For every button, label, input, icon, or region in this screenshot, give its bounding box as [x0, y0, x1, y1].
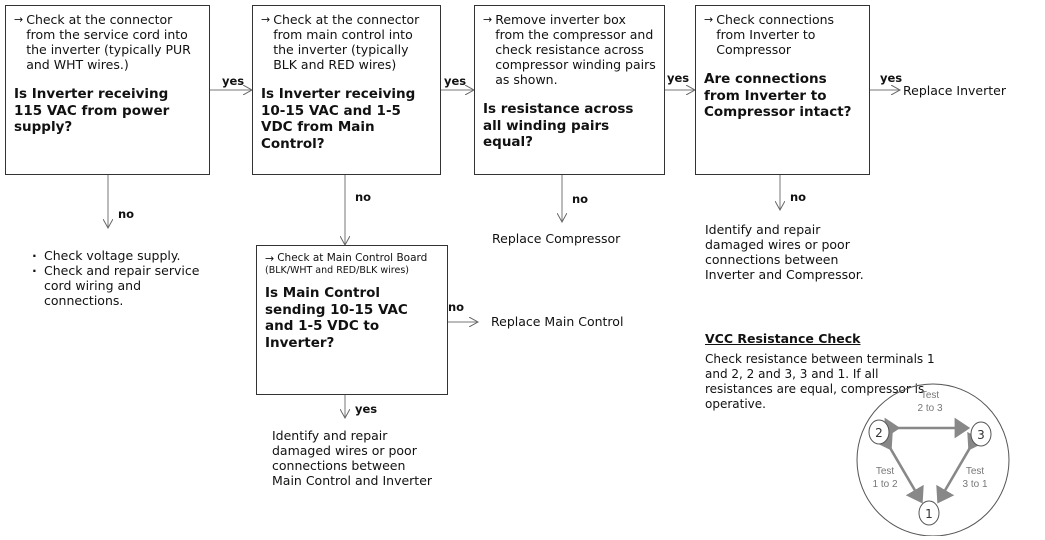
outcome-check-voltage-supply: Check voltage supply. Check and repair s…	[30, 248, 215, 308]
yes-label: yes	[444, 74, 467, 88]
compressor-outline	[856, 383, 1010, 536]
arrow-bullet-icon: →	[704, 13, 714, 26]
test-pair-label: 1 to 2	[872, 479, 897, 490]
outcome-repair-main-control-wiring: Identify and repair damaged wires or poo…	[272, 428, 433, 488]
arrow-bullet-icon: →	[14, 13, 24, 26]
no-label: no	[448, 300, 465, 314]
no-label: no	[355, 190, 372, 204]
yes-label: yes	[222, 74, 245, 88]
terminal-3	[970, 421, 992, 447]
no-label: no	[790, 190, 807, 204]
step-question: Is resistance across all winding pairs e…	[483, 101, 634, 150]
step-box-check-compressor-resistance: →Remove inverter box from the compressor…	[474, 5, 665, 175]
no-label: no	[118, 207, 135, 221]
list-item: Check voltage supply.	[30, 248, 215, 263]
test-arrow-3-1	[936, 431, 986, 504]
step-instruction: Check at Main Control Board	[277, 252, 428, 264]
compressor-terminal-diagram: 2 3 1 Test 2 to 3 Test 1 to 2 Test 3 to …	[856, 383, 1010, 536]
step-question: Is Inverter receiving 115 VAC from power…	[14, 86, 170, 135]
arrow-bullet-icon: →	[265, 252, 275, 265]
test-label: Test	[921, 390, 940, 401]
list-item: Check and repair service cord wiring and…	[30, 263, 215, 308]
terminal-label-1: 1	[925, 507, 933, 521]
outcome-replace-main-control: Replace Main Control	[491, 314, 624, 329]
yes-label: yes	[355, 402, 378, 416]
terminal-2	[868, 419, 890, 445]
outcome-repair-inverter-compressor-wiring: Identify and repair damaged wires or poo…	[705, 222, 864, 282]
step-question: Is Inverter receiving 10-15 VAC and 1-5 …	[261, 86, 416, 152]
terminal-label-2: 2	[875, 426, 883, 440]
yes-label: yes	[667, 71, 690, 85]
step-question: Are connections from Inverter to Compres…	[704, 71, 852, 120]
step-instruction: Check at the connector from the service …	[26, 12, 191, 72]
outcome-replace-inverter: Replace Inverter	[903, 83, 1006, 98]
test-arrow-1-2	[874, 431, 924, 504]
arrow-bullet-icon: →	[483, 13, 493, 26]
terminal-1	[918, 500, 940, 526]
step-question: Is Main Control sending 10-15 VAC and 1-…	[265, 285, 408, 351]
step-instruction: Remove inverter box from the compressor …	[495, 12, 656, 87]
step-box-check-main-control-input: →Check at the connector from main contro…	[252, 5, 441, 175]
step-box-check-power-supply: →Check at the connector from the service…	[5, 5, 210, 175]
step-box-check-connections: →Check connections from Inverter to Comp…	[695, 5, 870, 175]
test-label: Test	[966, 466, 985, 477]
yes-label: yes	[880, 71, 903, 85]
arrow-bullet-icon: →	[261, 13, 271, 26]
vcc-description: Check resistance between terminals 1 and…	[705, 352, 935, 411]
vcc-section-title: VCC Resistance Check	[705, 331, 861, 346]
step-note: (BLK/WHT and RED/BLK wires)	[265, 265, 409, 276]
no-label: no	[572, 192, 589, 206]
test-label: Test	[876, 466, 895, 477]
step-instruction: Check connections from Inverter to Compr…	[716, 12, 835, 57]
outcome-replace-compressor: Replace Compressor	[492, 231, 621, 246]
step-instruction: Check at the connector from main control…	[273, 12, 420, 72]
terminal-label-3: 3	[977, 428, 985, 442]
step-box-check-main-control-board: →Check at Main Control Board (BLK/WHT an…	[256, 245, 448, 395]
test-pair-label: 3 to 1	[962, 479, 987, 490]
test-pair-label: 2 to 3	[917, 403, 942, 414]
